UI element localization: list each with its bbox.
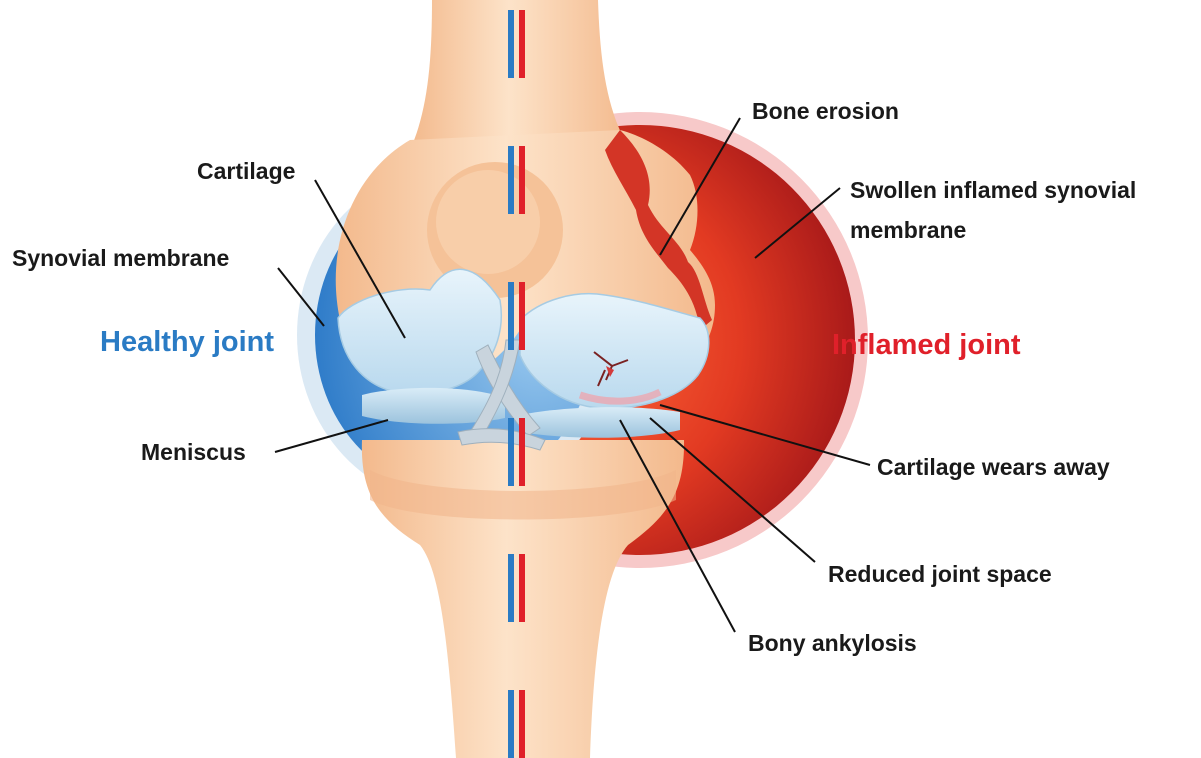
label-bony-ankylosis: Bony ankylosis	[748, 627, 917, 659]
label-swollen-line1: Swollen inflamed synovial	[850, 174, 1136, 206]
label-cartilage: Cartilage	[197, 155, 295, 187]
label-reduced-joint-space: Reduced joint space	[828, 558, 1052, 590]
healthy-joint-title: Healthy joint	[100, 326, 274, 359]
label-swollen-line2: membrane	[850, 214, 966, 246]
label-cartilage-wears-away: Cartilage wears away	[877, 451, 1110, 483]
inflamed-joint-title: Inflamed joint	[832, 329, 1021, 362]
label-bone-erosion: Bone erosion	[752, 95, 899, 127]
label-meniscus: Meniscus	[141, 436, 246, 468]
label-synovial-membrane: Synovial membrane	[12, 242, 229, 274]
